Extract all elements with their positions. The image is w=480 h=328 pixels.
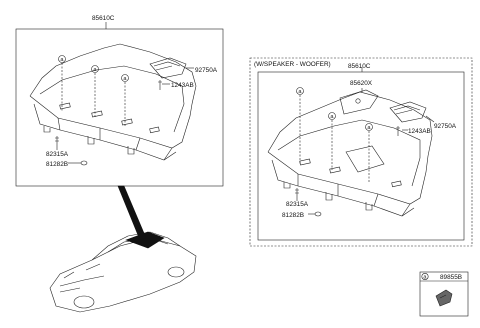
right-package-tray bbox=[267, 91, 433, 217]
right-label-85620X: 85620X bbox=[350, 80, 373, 87]
variant-title: (W/SPEAKER - WOOFER) bbox=[254, 61, 331, 68]
left-part-label-85610C: 85610C bbox=[92, 15, 115, 22]
location-pointer bbox=[117, 185, 147, 241]
right-clip-81282B bbox=[314, 211, 322, 217]
left-bracket-92750A bbox=[149, 57, 187, 79]
right-callout-a-3 bbox=[365, 123, 373, 131]
left-package-tray bbox=[29, 43, 197, 161]
legend-part-89855B: 89855B bbox=[440, 274, 462, 281]
left-callout-a-3-text: a bbox=[123, 76, 127, 82]
left-label-1243AB: 1243AB bbox=[171, 82, 194, 89]
legend-box bbox=[419, 271, 469, 317]
left-callout-a-2-text: a bbox=[93, 67, 97, 73]
legend-letter: a bbox=[423, 275, 427, 281]
legend-callout-a bbox=[421, 272, 429, 280]
left-callout-a-1 bbox=[58, 55, 66, 63]
left-label-81282B: 81282B bbox=[46, 161, 68, 168]
right-label-82315A: 82315A bbox=[286, 201, 309, 208]
left-callout-a-1-text: a bbox=[60, 57, 64, 63]
right-bracket-92750A bbox=[389, 101, 427, 123]
left-callout-a-2 bbox=[91, 65, 99, 73]
right-callout-a-1 bbox=[296, 87, 304, 95]
right-fastener-82315A bbox=[295, 188, 299, 196]
tray-highlight bbox=[125, 231, 165, 249]
right-callout-a-2-text: a bbox=[330, 114, 334, 120]
right-label-92750A: 92750A bbox=[434, 123, 457, 130]
left-label-82315A: 82315A bbox=[46, 151, 69, 158]
vehicle-locator bbox=[49, 231, 197, 313]
right-callout-a-3-text: a bbox=[367, 125, 371, 131]
legend-clip-89855B bbox=[435, 289, 453, 307]
woofer-bracket-85620X bbox=[339, 89, 379, 115]
left-label-92750A: 92750A bbox=[195, 67, 218, 74]
left-callout-a-3 bbox=[121, 74, 129, 82]
right-part-label-85610C: 85610C bbox=[348, 63, 371, 70]
right-callout-a-2 bbox=[328, 112, 336, 120]
right-callout-a-1-text: a bbox=[298, 89, 302, 95]
left-fastener-82315A bbox=[55, 136, 59, 144]
right-label-1243AB: 1243AB bbox=[408, 128, 431, 135]
right-variant-frame bbox=[249, 57, 473, 247]
right-group-frame bbox=[257, 71, 465, 241]
right-label-81282B: 81282B bbox=[282, 212, 304, 219]
left-clip-81282B bbox=[80, 160, 88, 166]
